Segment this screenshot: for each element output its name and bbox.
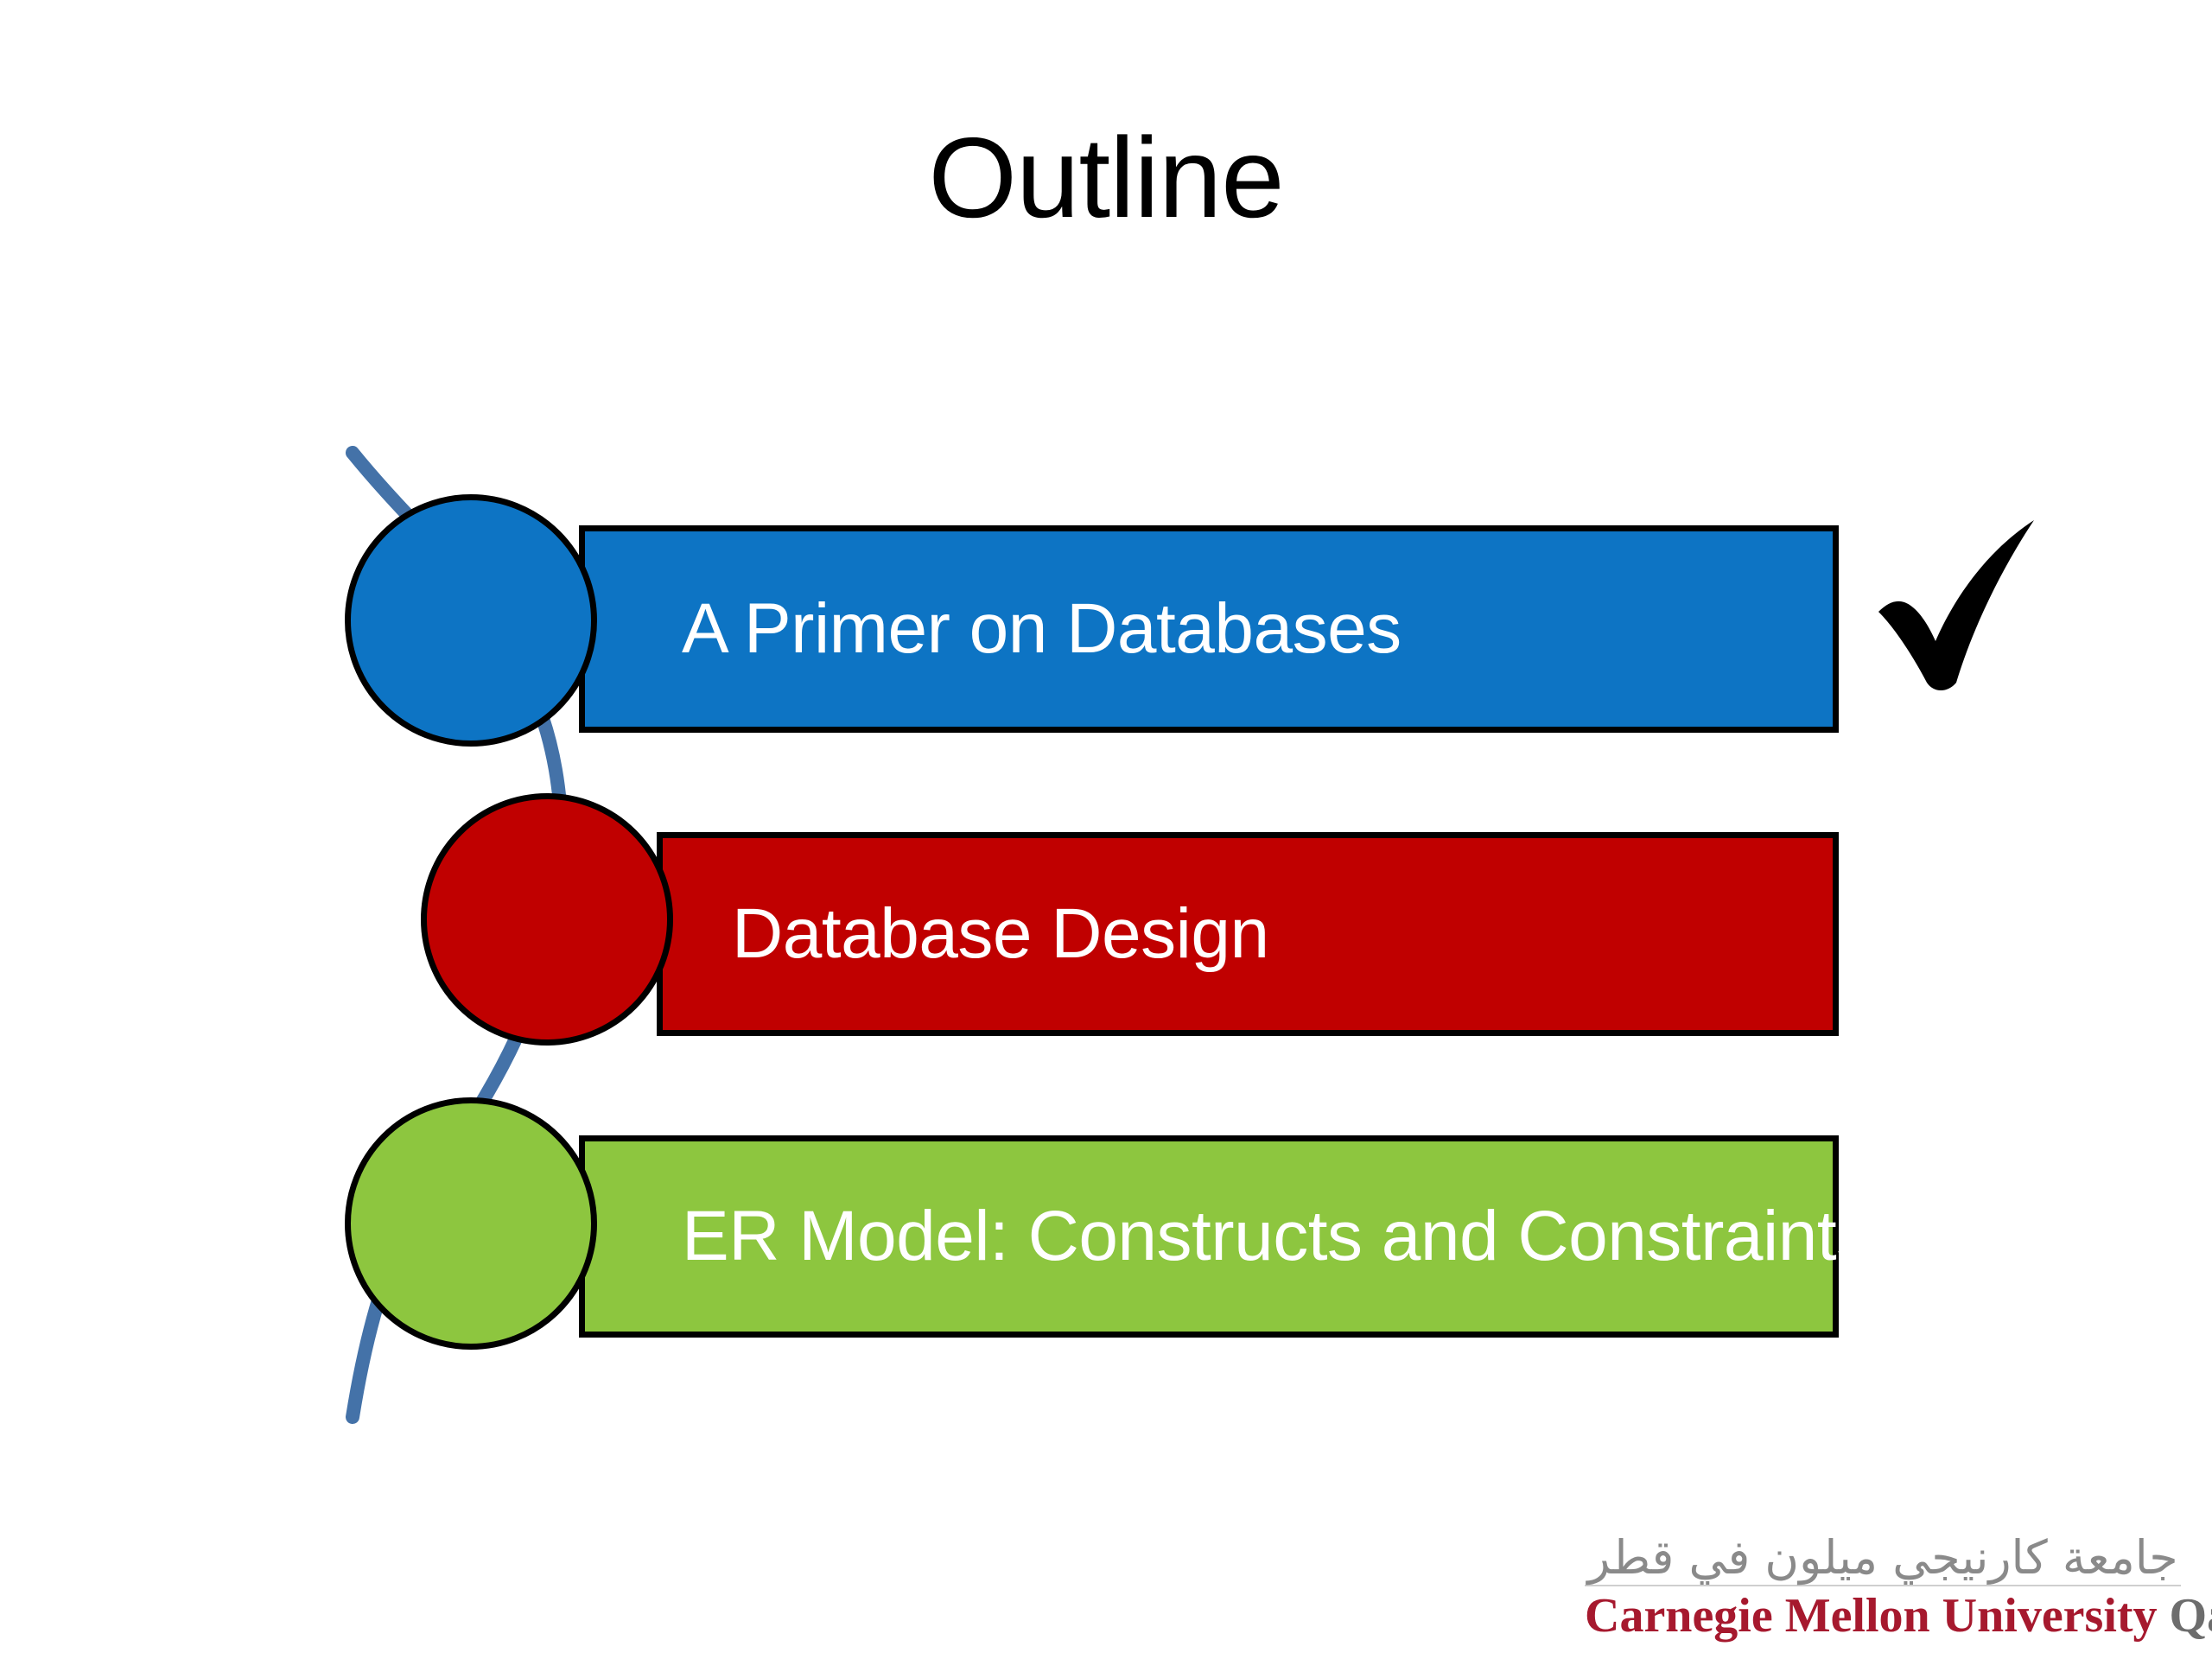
cmuq-logo-name-primary: Carnegie Mellon University bbox=[1585, 1589, 2158, 1643]
cmuq-logo-wordmark: Carnegie Mellon University Qatar bbox=[1585, 1589, 2212, 1643]
outline-item-label: Database Design bbox=[732, 893, 1269, 973]
outline-item-bar[interactable]: ER Model: Constructs and Constraints bbox=[579, 1135, 1872, 1338]
outline-item-bar[interactable]: Database Design bbox=[657, 832, 1839, 1036]
outline-item-bullet-circle bbox=[421, 793, 673, 1046]
cmuq-logo-name-secondary: Qatar bbox=[2169, 1589, 2212, 1643]
check-mark-icon bbox=[1878, 520, 2034, 690]
outline-item-bullet-circle bbox=[345, 1097, 597, 1350]
outline-item-bullet-circle bbox=[345, 494, 597, 747]
outline-item-label: ER Model: Constructs and Constraints bbox=[682, 1196, 1872, 1275]
cmuq-logo: جامعة كارنيجي ميلون في قطر Carnegie Mell… bbox=[1585, 1535, 2212, 1643]
cmuq-logo-arabic-text: جامعة كارنيجي ميلون في قطر bbox=[1585, 1535, 2181, 1586]
page-title: Outline bbox=[928, 114, 1284, 241]
outline-item-bar[interactable]: A Primer on Databases bbox=[579, 525, 1839, 733]
outline-item-label: A Primer on Databases bbox=[682, 588, 1402, 668]
